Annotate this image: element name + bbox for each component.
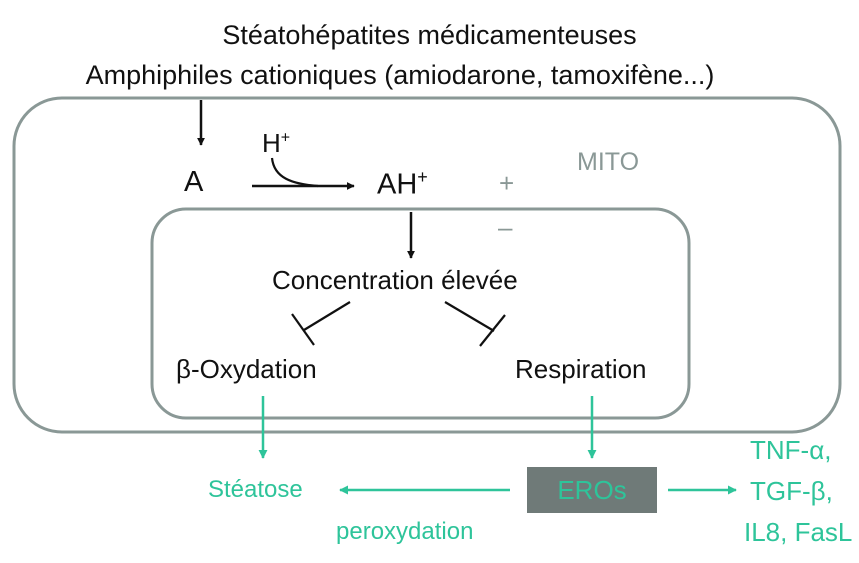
- concentration-label: Concentration élevée: [272, 265, 518, 295]
- h-plus-curve: [270, 157, 319, 188]
- eros-box: EROs: [527, 467, 657, 513]
- inhibition-line-beta-oxidation: [303, 301, 351, 331]
- mitochondrion-inner-box: [150, 207, 691, 420]
- species-ah-plus: AH+: [377, 168, 428, 200]
- cytokine-tnf-alpha: TNF-α,: [750, 435, 832, 465]
- ah-plus-superscript: +: [417, 167, 428, 187]
- inhibition-bar-beta-oxidation: [291, 313, 315, 346]
- peroxydation-label: peroxydation: [336, 518, 474, 545]
- ah-plus-base: AH: [377, 168, 418, 201]
- h-plus-base: H: [262, 128, 281, 158]
- cytokine-tgf-beta: TGF-β,: [750, 476, 833, 506]
- steatose-label: Stéatose: [208, 476, 303, 503]
- mitochondrion-outer-box: [12, 96, 842, 434]
- h-plus-superscript: +: [280, 129, 291, 147]
- header-title: Stéatohépatites médicamenteuses: [222, 20, 637, 50]
- header-subtitle: Amphiphiles cationiques (amiodarone, tam…: [85, 60, 715, 90]
- membrane-minus-sign: –: [498, 212, 513, 242]
- mito-label: MITO: [577, 148, 640, 176]
- eros-label: EROs: [557, 474, 627, 505]
- inhibition-line-respiration: [444, 301, 495, 332]
- inhibition-bar-respiration: [479, 314, 506, 347]
- respiration-label: Respiration: [515, 354, 647, 384]
- membrane-plus-sign: +: [499, 168, 515, 198]
- species-h-plus: H+: [262, 130, 290, 156]
- species-a: A: [184, 166, 204, 198]
- beta-oxidation-label: β-Oxydation: [176, 354, 317, 384]
- cytokine-il8-fasl: IL8, FasL: [744, 517, 853, 547]
